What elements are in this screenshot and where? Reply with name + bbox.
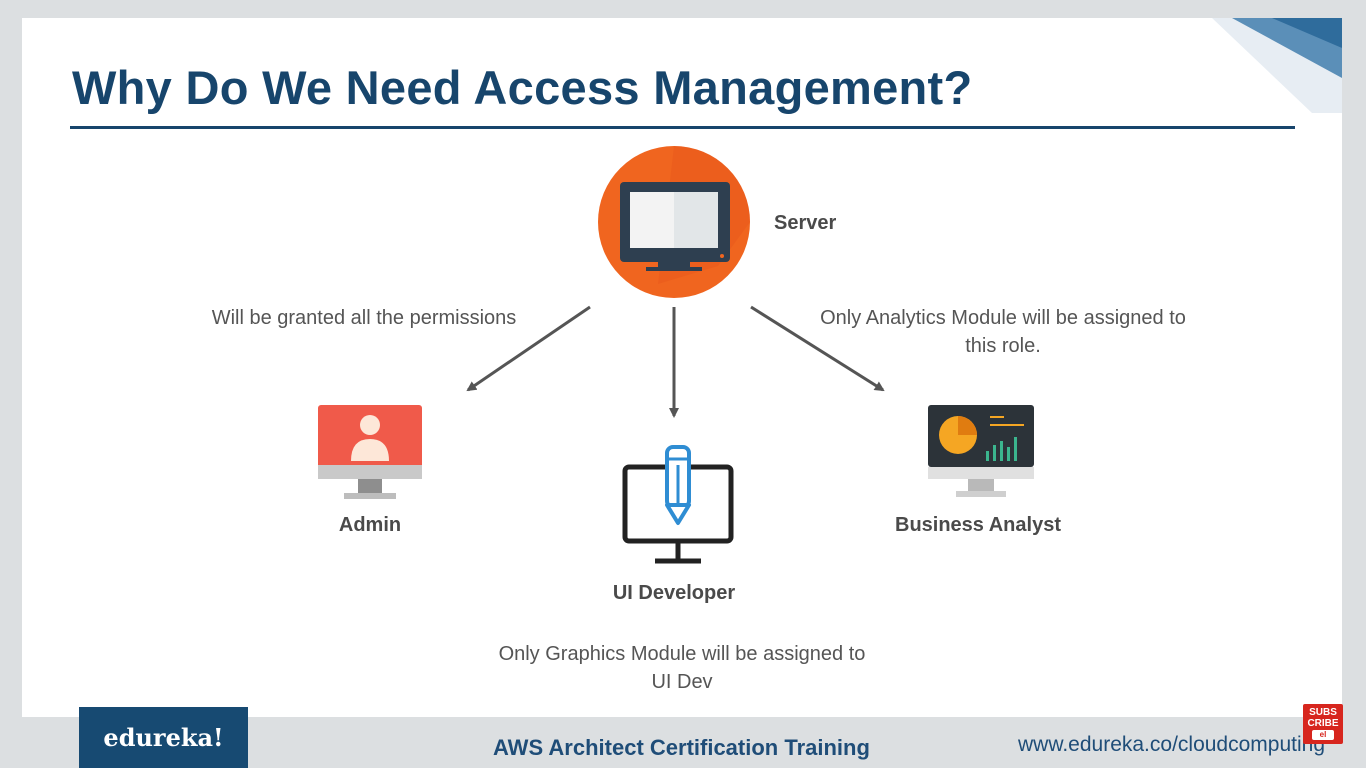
arrow-to-admin xyxy=(466,305,591,392)
admin-label: Admin xyxy=(338,514,402,536)
server-monitor-icon xyxy=(598,146,750,298)
title-underline xyxy=(70,126,1295,129)
subscribe-text-1: SUBS xyxy=(1309,707,1337,718)
business-analyst-label: Business Analyst xyxy=(895,514,1061,536)
admin-edge-label: Will be granted all the permissions xyxy=(211,307,517,329)
server-label: Server xyxy=(774,212,837,234)
ui-developer-edge-label: Only Graphics Module will be assigned to… xyxy=(498,643,866,693)
footer: edureka! AWS Architect Certification Tra… xyxy=(0,704,1366,768)
subscribe-text-2: CRIBE xyxy=(1307,718,1339,729)
pencil-monitor-icon xyxy=(622,445,734,564)
slide-title: Why Do We Need Access Management? xyxy=(72,61,973,114)
slide: Why Do We Need Access Management? xyxy=(22,18,1342,717)
arrow-to-business-analyst xyxy=(750,305,885,392)
subscribe-play-icon: el xyxy=(1312,730,1334,740)
analytics-dashboard-monitor-icon xyxy=(928,405,1034,497)
business-analyst-edge-label: Only Analytics Module will be assigned t… xyxy=(820,307,1186,357)
subscribe-button[interactable]: SUBS CRIBE el xyxy=(1303,704,1343,744)
admin-user-monitor-icon xyxy=(318,405,422,499)
course-title: AWS Architect Certification Training xyxy=(493,735,870,760)
ui-developer-label: UI Developer xyxy=(612,582,736,604)
edureka-logo: edureka! xyxy=(79,707,248,768)
footer-url[interactable]: www.edureka.co/cloudcomputing xyxy=(1018,733,1326,756)
corner-decoration xyxy=(1212,18,1342,113)
